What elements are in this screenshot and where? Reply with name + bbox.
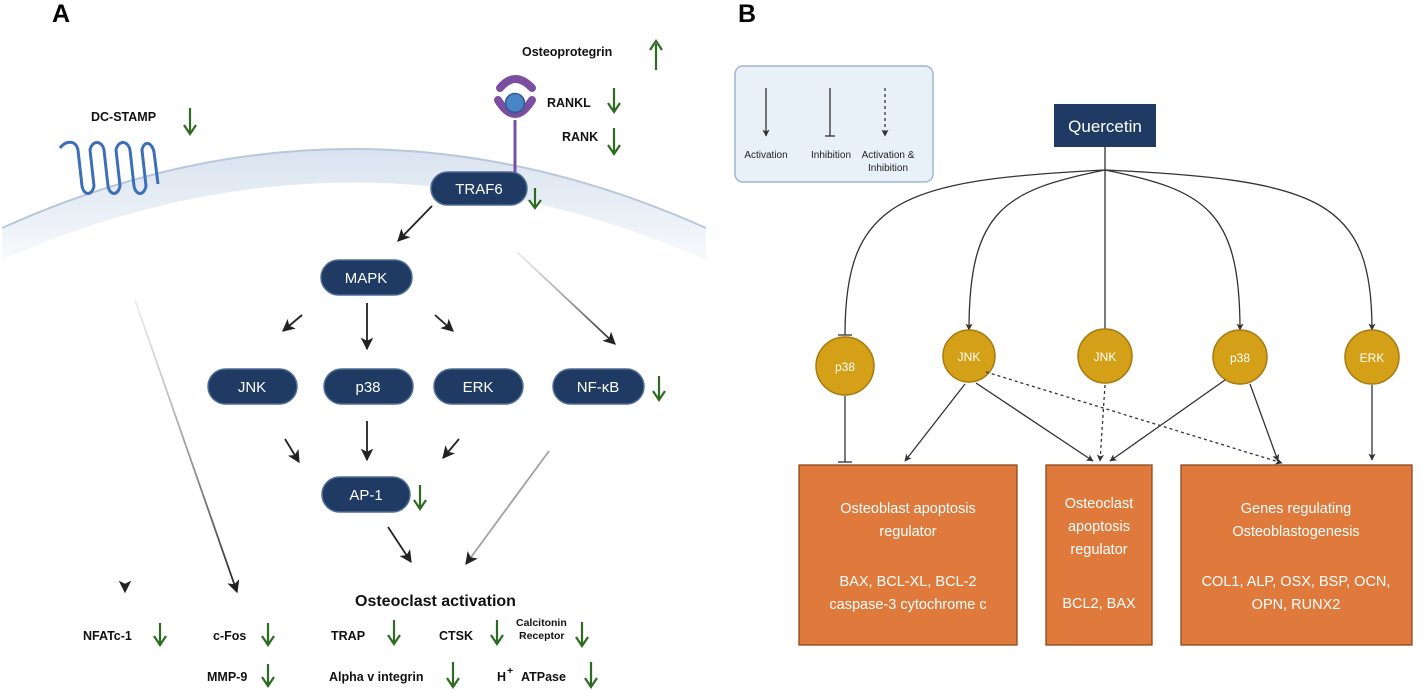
legend-inhibition-bar bbox=[825, 88, 835, 137]
cfos-label: c-Fos bbox=[213, 629, 246, 643]
jnk-node bbox=[207, 368, 298, 405]
erk-label: ERK bbox=[463, 379, 494, 396]
p38-left-label: p38 bbox=[835, 360, 855, 374]
calcitonin-label-2: Receptor bbox=[519, 630, 565, 642]
legend-activation-label: Activation bbox=[744, 150, 787, 161]
alpha-v-integrin-label: Alpha v integrin bbox=[329, 670, 423, 684]
osteoblastogenesis-genes-box bbox=[1180, 464, 1413, 646]
mapk-label: MAPK bbox=[345, 270, 388, 287]
jnk-mid-circle bbox=[1077, 328, 1133, 384]
legend-box bbox=[734, 65, 934, 183]
p38-right-circle bbox=[1212, 329, 1268, 385]
genes-box-line4: OPN, RUNX2 bbox=[1252, 597, 1341, 613]
nfatc1-label: NFATc-1 bbox=[83, 629, 132, 643]
p38-left-circle bbox=[815, 336, 875, 396]
genes-box-line3: COL1, ALP, OSX, BSP, OCN, bbox=[1202, 574, 1391, 590]
h-atpase-label-rest: ATPase bbox=[521, 670, 566, 684]
panel-a: A DC-STAMP Osteoprotegrin RANKL RANK TRA… bbox=[1, 0, 707, 689]
dc-stamp-label: DC-STAMP bbox=[91, 110, 156, 124]
effector-connectors bbox=[838, 371, 1376, 465]
genes-box-line1: Genes regulating bbox=[1241, 501, 1351, 517]
osteoclast-box-line1: Osteoclast bbox=[1065, 496, 1134, 512]
h-atpase-label-h: H bbox=[497, 670, 506, 684]
quercetin-connectors bbox=[838, 147, 1376, 336]
legend-act-inh-label-2: Inhibition bbox=[868, 163, 908, 174]
erk-label: ERK bbox=[1360, 351, 1385, 365]
nfkb-node bbox=[552, 368, 645, 405]
p38-node bbox=[323, 368, 414, 405]
trap-label: TRAP bbox=[331, 629, 365, 643]
p38-label: p38 bbox=[355, 379, 380, 396]
calcitonin-label-1: Calcitonin bbox=[516, 617, 567, 629]
panel-a-arrows bbox=[118, 205, 616, 594]
osteoclast-box-line3: regulator bbox=[1070, 542, 1127, 558]
rank-label: RANK bbox=[562, 130, 598, 144]
ctsk-label: CTSK bbox=[439, 629, 473, 643]
panel-b: B Activation Inhibition Activation & Inh… bbox=[734, 0, 1413, 646]
genes-box-line2: Osteoblastogenesis bbox=[1232, 524, 1359, 540]
osteoclast-activation-title: Osteoclast activation bbox=[355, 593, 516, 610]
erk-node bbox=[433, 368, 524, 405]
osteoblast-apoptosis-box bbox=[798, 464, 1018, 646]
osteoprotegrin-label: Osteoprotegrin bbox=[522, 45, 612, 59]
ap1-label: AP-1 bbox=[349, 487, 382, 504]
panel-b-letter: B bbox=[738, 0, 756, 28]
panel-a-letter: A bbox=[52, 0, 70, 28]
osteoblast-box-line1: Osteoblast apoptosis bbox=[840, 501, 975, 517]
jnk-mid-label: JNK bbox=[1094, 350, 1117, 364]
osteoclast-box-line2: apoptosis bbox=[1068, 519, 1130, 535]
ap1-node bbox=[321, 476, 411, 513]
cell-membrane bbox=[2, 149, 706, 260]
traf6-label: TRAF6 bbox=[455, 181, 503, 198]
traf6-node bbox=[430, 171, 528, 206]
nfkb-label: NF-κB bbox=[577, 379, 620, 396]
rank-receptor bbox=[494, 75, 536, 182]
osteoclast-apoptosis-box bbox=[1045, 464, 1153, 646]
quercetin-label: Quercetin bbox=[1068, 117, 1142, 136]
jnk-label: JNK bbox=[238, 379, 266, 396]
erk-circle bbox=[1344, 329, 1400, 385]
legend-act-inh-label-1: Activation & bbox=[862, 150, 915, 161]
dc-stamp-protein bbox=[58, 140, 160, 195]
mmp9-label: MMP-9 bbox=[207, 670, 247, 684]
osteoblast-box-line4: caspase-3 cytochrome c bbox=[829, 597, 986, 613]
osteoblast-box-line3: BAX, BCL-XL, BCL-2 bbox=[840, 574, 977, 590]
quercetin-node bbox=[1054, 104, 1156, 147]
h-atpase-label-sup: + bbox=[507, 665, 513, 677]
p38-right-label: p38 bbox=[1230, 351, 1250, 365]
osteoblast-box-line2: regulator bbox=[879, 524, 936, 540]
legend-inhibition-label: Inhibition bbox=[811, 150, 851, 161]
jnk-left-label: JNK bbox=[958, 350, 981, 364]
osteoclast-box-line4: BCL2, BAX bbox=[1062, 596, 1136, 612]
jnk-left-circle bbox=[942, 329, 996, 383]
cell-membrane-line bbox=[1, 148, 707, 229]
rankl-label: RANKL bbox=[547, 96, 591, 110]
mapk-node bbox=[320, 259, 413, 296]
